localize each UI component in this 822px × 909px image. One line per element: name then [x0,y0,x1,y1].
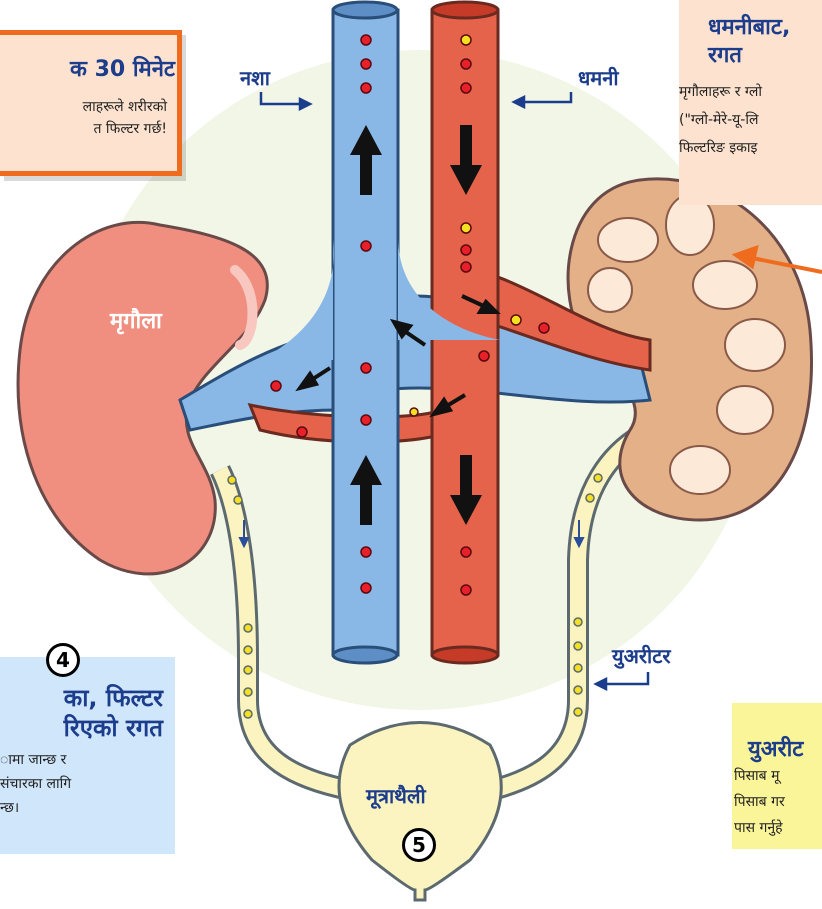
info-box-line: संचारका लागि [0,773,71,795]
ureter-label: युअरीटर [612,642,671,669]
info-box-line: न्छ। [0,797,19,819]
info-box-line: फिल्टरिङ इकाइ [679,138,757,158]
info-box-title: का, फिल्टर [64,683,163,713]
info-box-line: पास गर्नुहे [734,817,783,839]
info-box-line: ामा जान्छ र [0,749,66,771]
ureter-pointer-arrow [596,672,648,689]
info-box-line: पिसाब गर [734,791,785,813]
info-box-title: क 30 मिनेट [0,57,175,83]
info-box-artery-blood: धमनीबाट, रगत मृगौलाहरू र ग्लो ("ग्लो-मेर… [679,0,822,205]
info-box-filtered-blood: 4 का, फिल्टर रिएको रगत ामा जान्छ र संचार… [0,657,175,854]
info-box-line: मृगौलाहरू र ग्लो [679,82,762,102]
info-box-line: पिसाब मू [734,765,779,787]
artery-label: धमनी [578,64,619,91]
info-box-line: ("ग्लो-मेरे-यू-लि [679,110,758,130]
info-box-30-minutes: क 30 मिनेट लाहरूले शरीरको त फिल्टर गर्छ! [0,30,182,176]
bladder [339,723,501,901]
bladder-label: मूत्राथैली [366,782,426,809]
kidney-label: मृगौला [110,305,162,335]
info-box-line: लाहरूले शरीरको [83,97,167,117]
step-number-badge: 4 [46,643,80,677]
info-box-title: धमनीबाट, [708,14,790,42]
info-box-title: रिएको रगत [64,713,163,743]
info-box-line: त फिल्टर गर्छ! [94,119,168,139]
step-number-badge: 5 [402,828,436,862]
vein-label: नशा [240,64,270,91]
info-box-title: रगत [708,42,742,70]
info-box-title: युअरीट [748,737,803,763]
info-box-ureter: युअरीट पिसाब मू पिसाब गर पास गर्नुहे [732,703,822,849]
